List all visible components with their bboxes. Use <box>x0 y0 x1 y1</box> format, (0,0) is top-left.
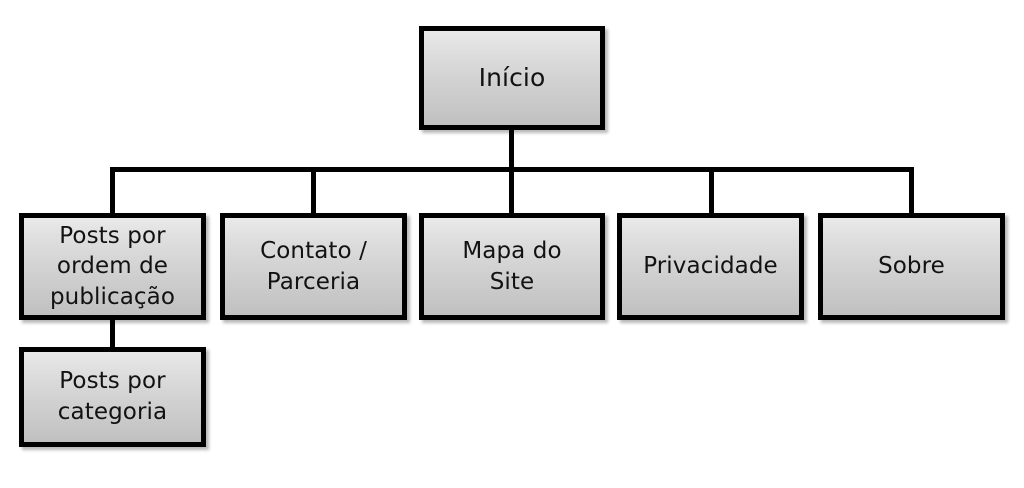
node-posts-ordem-publicacao-label: Posts por ordem de publicação <box>49 222 176 310</box>
node-contato-parceria-label: Contato / Parceria <box>260 237 367 295</box>
node-posts-categoria[interactable]: Posts por categoria <box>19 347 206 447</box>
connector-root-stem <box>509 128 514 172</box>
node-mapa-do-site-label: Mapa do Site <box>462 237 562 295</box>
connector-drop-privacidade <box>709 167 714 215</box>
connector-drop-posts-ordem <box>110 167 115 215</box>
connector-drop-contato <box>311 167 316 215</box>
node-contato-parceria[interactable]: Contato / Parceria <box>220 213 407 320</box>
node-inicio[interactable]: Início <box>419 26 605 130</box>
node-sobre-label: Sobre <box>878 253 945 280</box>
node-inicio-label: Início <box>478 63 546 93</box>
node-posts-ordem-publicacao[interactable]: Posts por ordem de publicação <box>19 213 206 320</box>
connector-drop-sobre <box>909 167 914 215</box>
connector-posts-to-categoria <box>110 318 115 350</box>
node-sobre[interactable]: Sobre <box>818 213 1005 320</box>
node-privacidade-label: Privacidade <box>643 253 778 280</box>
node-mapa-do-site[interactable]: Mapa do Site <box>419 213 605 320</box>
node-privacidade[interactable]: Privacidade <box>617 213 804 320</box>
node-posts-categoria-label: Posts por categoria <box>57 368 168 425</box>
connector-drop-mapa <box>509 167 514 215</box>
